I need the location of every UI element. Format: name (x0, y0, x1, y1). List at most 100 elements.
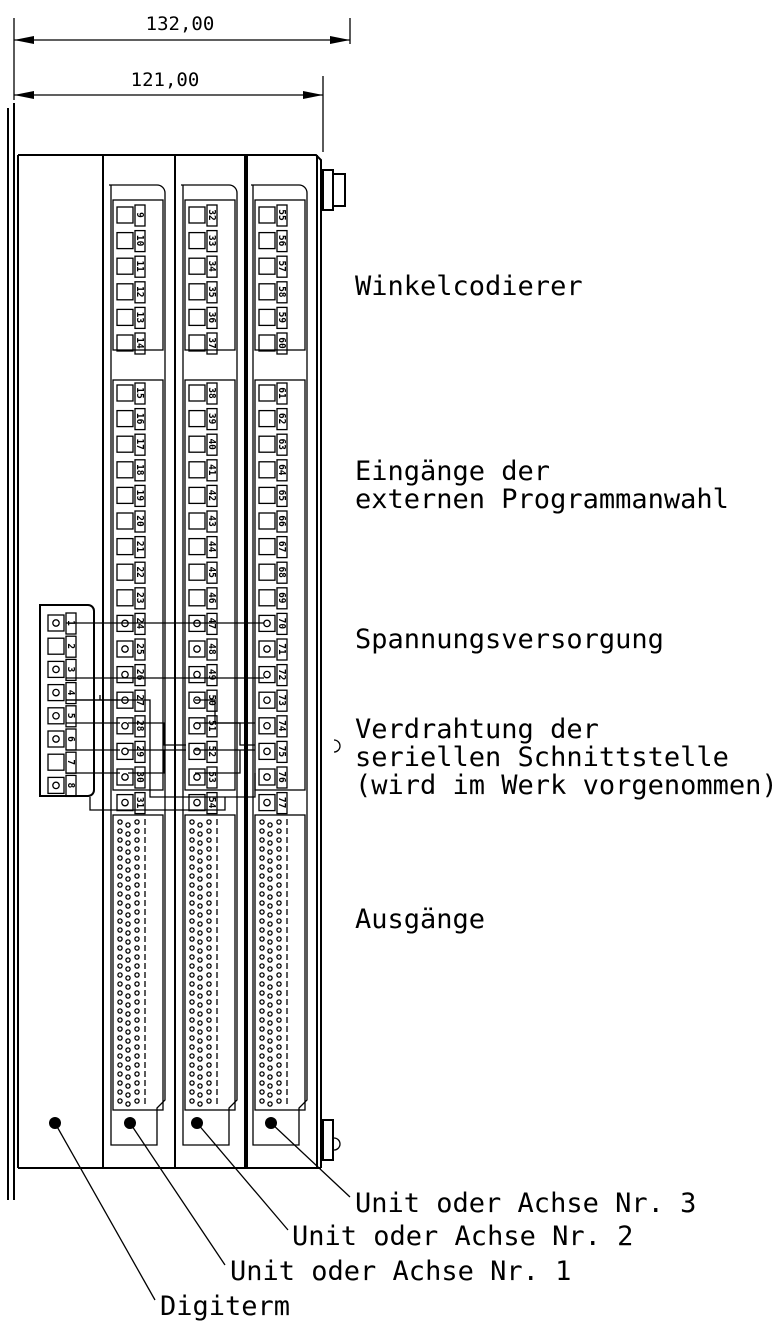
terminal-number: 29 (134, 746, 145, 758)
terminal-number: 32 (206, 209, 217, 220)
output-connector (184, 814, 236, 1111)
digiterm-terminal: 4 (47, 681, 77, 705)
terminal-number: 41 (206, 464, 217, 476)
terminal-number: 17 (134, 438, 145, 449)
terminal-row: 16 (116, 407, 146, 431)
terminal-row: 53 (188, 766, 218, 789)
terminal-row: 20 (116, 510, 146, 533)
terminal-number: 4 (65, 690, 76, 696)
digiterm-terminal: 2 (47, 635, 77, 658)
label-spannungsversorgung: Spannungsversorgung (355, 624, 664, 655)
terminal-number: 58 (276, 286, 287, 298)
terminal-number: 31 (134, 797, 145, 809)
terminal-number: 13 (134, 312, 145, 324)
terminal-number: 14 (134, 337, 145, 349)
terminal-row: 48 (188, 638, 218, 661)
terminal-number: 6 (65, 736, 76, 742)
terminal-number: 60 (276, 337, 287, 349)
terminal-row: 39 (188, 407, 218, 431)
terminal-row: 54 (188, 791, 218, 815)
terminal-row: 28 (116, 715, 146, 738)
terminal-row: 76 (258, 766, 288, 789)
terminal-number: 68 (276, 566, 287, 578)
terminal-number: 54 (206, 797, 217, 809)
terminal-number: 49 (206, 669, 217, 681)
callout-unit3: Unit oder Achse Nr. 3 (355, 1188, 696, 1219)
terminal-number: 74 (276, 720, 287, 732)
terminal-row: 68 (258, 561, 288, 584)
terminal-row: 19 (116, 484, 146, 508)
terminal-number: 46 (206, 592, 217, 604)
terminal-row: 29 (116, 740, 146, 764)
terminal-number: 36 (206, 312, 217, 324)
terminal-number: 2 (65, 643, 76, 649)
label-ausgaenge: Ausgänge (355, 904, 485, 935)
label-winkelcodierer: Winkelcodierer (355, 271, 583, 302)
terminal-row: 63 (258, 433, 288, 456)
terminal-number: 59 (276, 312, 287, 324)
terminal-number: 57 (276, 260, 287, 271)
terminal-number: 45 (206, 566, 217, 578)
terminal-row: 41 (188, 459, 218, 482)
terminal-number: 71 (276, 643, 287, 655)
terminal-number: 33 (206, 235, 217, 247)
terminal-number: 44 (206, 541, 217, 553)
terminal-row: 46 (188, 587, 218, 610)
label-verdrahtung-1: Verdrahtung der (355, 714, 599, 745)
terminal-number: 64 (276, 464, 287, 476)
terminal-row: 70 (258, 612, 288, 636)
label-eingaenge-2: externen Programmanwahl (355, 484, 729, 515)
terminal-row: 22 (116, 561, 146, 584)
digiterm-terminal: 6 (47, 728, 77, 751)
terminal-number: 30 (134, 771, 145, 783)
terminal-row: 26 (116, 663, 146, 687)
terminal-number: 38 (206, 387, 217, 399)
terminal-number: 61 (276, 387, 287, 399)
terminal-row: 40 (188, 433, 218, 456)
digiterm-terminal: 3 (47, 658, 77, 682)
terminal-row: 69 (258, 587, 288, 610)
terminal-number: 48 (206, 643, 217, 655)
terminal-row: 65 (258, 484, 288, 508)
terminal-number: 37 (206, 337, 217, 348)
terminal-row: 45 (188, 561, 218, 584)
terminal-row: 15 (116, 382, 146, 405)
dimension-overall: 132,00 (146, 13, 215, 35)
terminal-number: 52 (206, 746, 217, 757)
terminal-number: 76 (276, 771, 287, 783)
digiterm-terminal: 7 (47, 751, 77, 774)
terminal-row: 30 (116, 766, 146, 789)
terminal-row: 66 (258, 510, 288, 533)
terminal-number: 26 (134, 669, 145, 681)
enclosure (7, 103, 346, 1200)
terminal-number: 72 (276, 669, 287, 680)
terminal-number: 63 (276, 438, 287, 450)
terminal-number: 16 (134, 413, 145, 425)
dimension-lines: 132,00 121,00 (13, 13, 351, 152)
serial-wiring (66, 622, 264, 811)
terminal-number: 56 (276, 235, 287, 247)
terminal-row: 42 (188, 484, 218, 508)
terminal-number: 65 (276, 490, 287, 502)
terminal-number: 51 (206, 720, 217, 732)
output-connector (112, 814, 164, 1111)
terminal-number: 34 (206, 260, 217, 272)
terminal-number: 39 (206, 413, 217, 425)
output-connector (254, 814, 306, 1111)
terminal-row: 71 (258, 638, 288, 661)
terminal-row: 27 (116, 689, 146, 712)
terminal-number: 10 (134, 235, 145, 247)
terminal-row: 72 (258, 663, 288, 687)
terminal-row: 62 (258, 407, 288, 431)
terminal-number: 21 (134, 541, 145, 553)
terminal-number: 20 (134, 515, 145, 527)
callout-unit2: Unit oder Achse Nr. 2 (292, 1221, 633, 1252)
callout-digiterm: Digiterm (160, 1291, 290, 1322)
terminal-number: 42 (206, 490, 217, 501)
terminal-number: 22 (134, 566, 145, 577)
terminal-number: 40 (206, 438, 217, 450)
terminal-number: 19 (134, 490, 145, 502)
terminal-number: 5 (65, 713, 76, 719)
